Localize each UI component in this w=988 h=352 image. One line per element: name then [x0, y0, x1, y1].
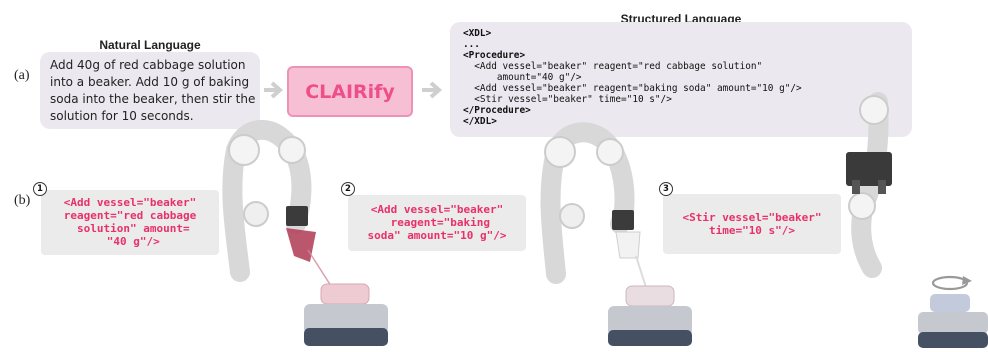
natural-language-panel: Add 40g of red cabbage solution into a b…	[40, 52, 260, 129]
xdl-line: <Add vessel="beaker" reagent="baking sod…	[463, 83, 802, 94]
xdl-line: <Procedure>	[463, 50, 526, 61]
row-label-a: (a)	[14, 68, 30, 83]
stir-plate-illustration	[608, 285, 692, 346]
step-3-badge: 3	[659, 182, 673, 196]
row-label-b: (b)	[14, 193, 31, 208]
step-1-code: <Add vessel="beaker" reagent="red cabbag…	[63, 196, 197, 248]
right-arrow-icon	[422, 81, 443, 99]
xdl-line: <XDL>	[463, 28, 492, 39]
step-1-badge: 1	[33, 182, 47, 196]
xdl-line: </Procedure>	[463, 105, 531, 116]
step-3-code: <Stir vessel="beaker" time="10 s"/>	[682, 211, 822, 237]
natural-language-heading: Natural Language	[99, 38, 201, 52]
xdl-line: <Add vessel="beaker" reagent="red cabbag…	[463, 61, 763, 72]
xdl-line: <Stir vessel="beaker" time="10 s"/>	[463, 94, 672, 105]
step-3-box: <Stir vessel="beaker" time="10 s"/>	[663, 194, 841, 254]
rotate-icon	[931, 275, 972, 291]
stir-plate-illustration	[918, 294, 988, 348]
nl-line: into a beaker. Add 10 g of baking	[50, 75, 250, 89]
clairify-box: CLAIRify	[287, 66, 413, 117]
xdl-line: ...	[463, 39, 480, 50]
nl-line: Add 40g of red cabbage solution	[50, 58, 246, 72]
nl-line: solution for 10 seconds.	[50, 109, 194, 123]
robot-arm-illustration	[540, 122, 651, 301]
clairify-label: CLAIRify	[305, 80, 395, 103]
structured-language-panel: <XDL>...<Procedure> <Add vessel="beaker"…	[450, 22, 912, 137]
step-2-box: <Add vessel="beaker" reagent="baking sod…	[348, 195, 526, 251]
right-arrow-icon	[264, 81, 284, 99]
robot-arm-illustration	[222, 120, 341, 301]
robot-arm-illustration	[846, 92, 892, 278]
step-2-code: <Add vessel="beaker" reagent="baking sod…	[367, 203, 507, 242]
xdl-line: amount="40 g"/>	[463, 72, 582, 83]
step-1-box: <Add vessel="beaker" reagent="red cabbag…	[41, 190, 219, 255]
stir-plate-illustration	[304, 283, 388, 346]
step-2-badge: 2	[341, 182, 355, 196]
xdl-line: </XDL>	[463, 116, 497, 127]
nl-line: soda into the beaker, then stir the	[50, 92, 256, 106]
